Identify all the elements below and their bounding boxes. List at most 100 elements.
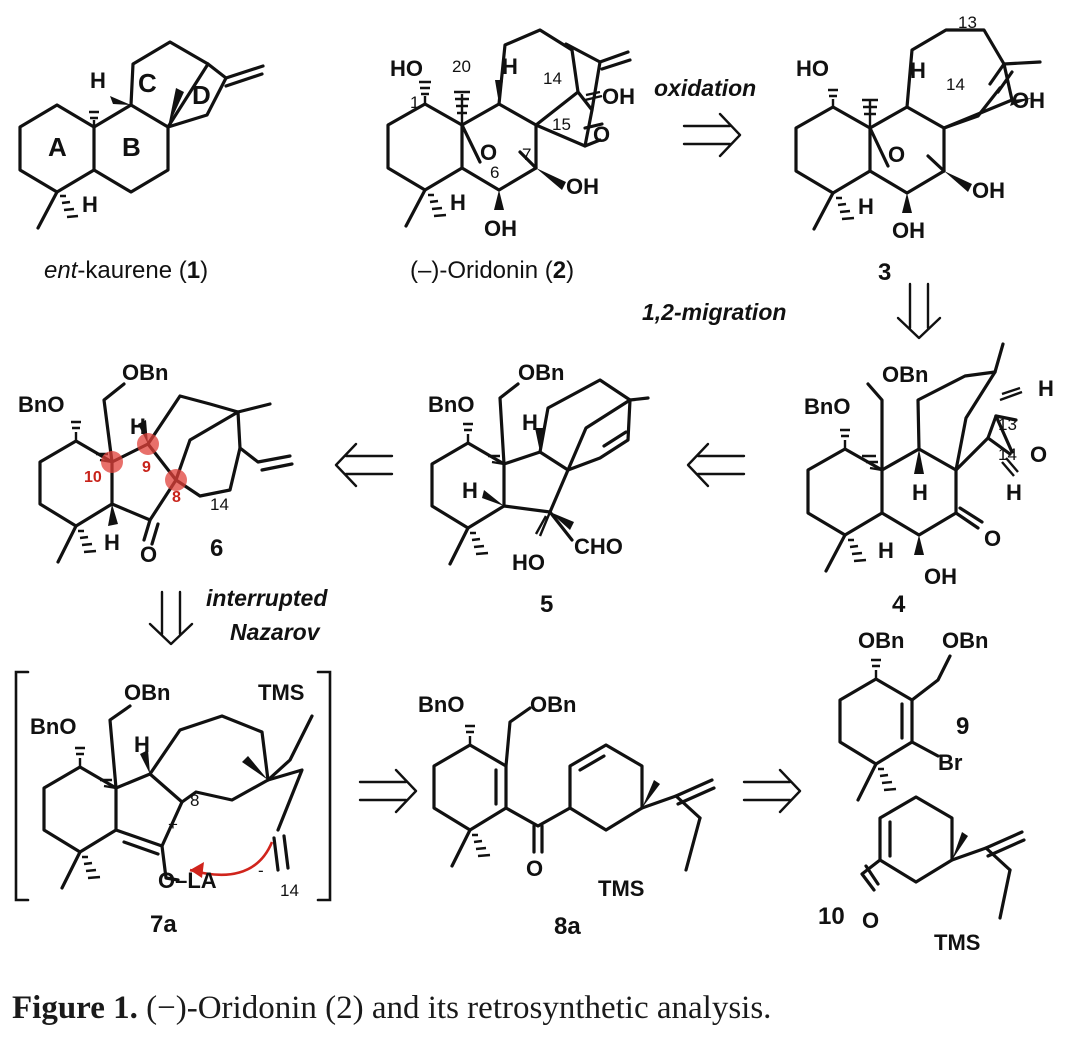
bno-label: BnO (428, 392, 474, 417)
oh-label: OH (972, 178, 1005, 203)
figure-caption: Figure 1. (−)-Oridonin (2) and its retro… (12, 990, 771, 1027)
structure-compound-3 (794, 28, 1042, 231)
step-label-nazarov: Nazarov (230, 619, 321, 645)
structure-compound-9 (838, 654, 952, 802)
compound-number-3: 3 (878, 259, 891, 286)
o-label: O (140, 542, 157, 567)
position-6: 6 (490, 163, 499, 182)
step-label-interrupted: interrupted (206, 585, 328, 611)
ring-label-d: D (192, 80, 211, 110)
obn-label: OBn (518, 360, 564, 385)
position-1: 1 (410, 93, 419, 112)
caption-label: Figure 1. (12, 990, 138, 1026)
step-label-oxidation: oxidation (654, 75, 756, 101)
o-label: O (862, 908, 879, 933)
h-atom-label: H (1038, 376, 1054, 401)
position-14: 14 (210, 495, 229, 514)
tms-label: TMS (258, 680, 304, 705)
obn-label: OBn (858, 628, 904, 653)
ring-label-c: C (138, 68, 157, 98)
ring-label-a: A (48, 132, 67, 162)
o-label: O (888, 142, 905, 167)
structure-compound-4 (806, 342, 1023, 573)
obn-label: OBn (122, 360, 168, 385)
o-label: O (593, 122, 610, 147)
oh-label: OH (566, 174, 599, 199)
h-atom-label: H (462, 478, 478, 503)
h-atom-label: H (450, 190, 466, 215)
o-label: O (984, 526, 1001, 551)
compound-number-4: 4 (892, 591, 906, 618)
bno-label: BnO (804, 394, 850, 419)
oh-label: OH (1012, 88, 1045, 113)
position-20: 20 (452, 57, 471, 76)
position-8: 8 (190, 791, 199, 810)
o-label: O (1030, 442, 1047, 467)
compound-number-7a: 7a (150, 911, 177, 938)
position-9: 9 (142, 459, 151, 476)
bracket-right (316, 670, 332, 902)
retro-arrow (686, 442, 746, 488)
bno-label: BnO (18, 392, 64, 417)
retro-arrow (896, 282, 942, 340)
position-8: 8 (172, 489, 181, 506)
step-label-migration: 1,2-migration (642, 299, 786, 325)
retro-arrow (358, 768, 418, 814)
structure-oridonin (386, 28, 632, 228)
structure-compound-8a (432, 706, 716, 872)
h-atom-label: H (130, 414, 146, 439)
curved-arrow-head (190, 862, 204, 878)
highlight-atom-8 (165, 469, 187, 491)
retro-arrow (334, 442, 394, 488)
structure-ent-kaurene (18, 40, 265, 230)
h-atom-label: H (912, 480, 928, 505)
compound-number-6: 6 (210, 535, 223, 562)
ho-label: HO (512, 550, 545, 575)
h-atom-label: H (90, 68, 106, 93)
h-atom-label: H (878, 538, 894, 563)
h-atom-label: H (502, 54, 518, 79)
tms-label: TMS (934, 930, 980, 955)
ho-label: HO (796, 56, 829, 81)
position-15: 15 (552, 115, 571, 134)
h-atom-label: H (134, 732, 150, 757)
carbocation-plus: + (168, 815, 178, 834)
position-14: 14 (543, 69, 562, 88)
retro-arrow (682, 112, 742, 158)
oh-label: OH (924, 564, 957, 589)
compound-name-1: ent-kaurene (1) (44, 257, 208, 284)
position-14: 14 (946, 75, 965, 94)
highlight-atom-9 (137, 433, 159, 455)
retro-arrow (742, 768, 802, 814)
h-atom-label: H (522, 410, 538, 435)
oh-label: OH (892, 218, 925, 243)
h-atom-label: H (104, 530, 120, 555)
position-10: 10 (84, 469, 102, 486)
bracket-left (14, 670, 30, 902)
oh-label: OH (484, 216, 517, 241)
h-atom-label: H (910, 58, 926, 83)
obn-label: OBn (124, 680, 170, 705)
h-atom-label: H (1006, 480, 1022, 505)
structure-compound-10 (860, 795, 1026, 920)
structure-compound-6 (38, 382, 294, 564)
oh-label: OH (602, 84, 635, 109)
bno-label: BnO (418, 692, 464, 717)
position-14: 14 (998, 445, 1017, 464)
compound-number-9: 9 (956, 713, 969, 740)
position-13: 13 (998, 415, 1017, 434)
o-label: O (526, 856, 543, 881)
ho-label: HO (390, 56, 423, 81)
h-atom-label: H (82, 192, 98, 217)
compound-name-2: (–)-Oridonin (2) (410, 257, 574, 284)
position-7: 7 (522, 145, 531, 164)
ring-label-b: B (122, 132, 141, 162)
position-13: 13 (958, 13, 977, 32)
cho-label: CHO (574, 534, 623, 559)
h-atom-label: H (858, 194, 874, 219)
retro-arrow (148, 590, 194, 646)
caption-text: (−)-Oridonin (2) and its retrosynthetic … (146, 990, 772, 1026)
o-la-label: O–LA (158, 868, 217, 893)
compound-number-5: 5 (540, 591, 553, 618)
